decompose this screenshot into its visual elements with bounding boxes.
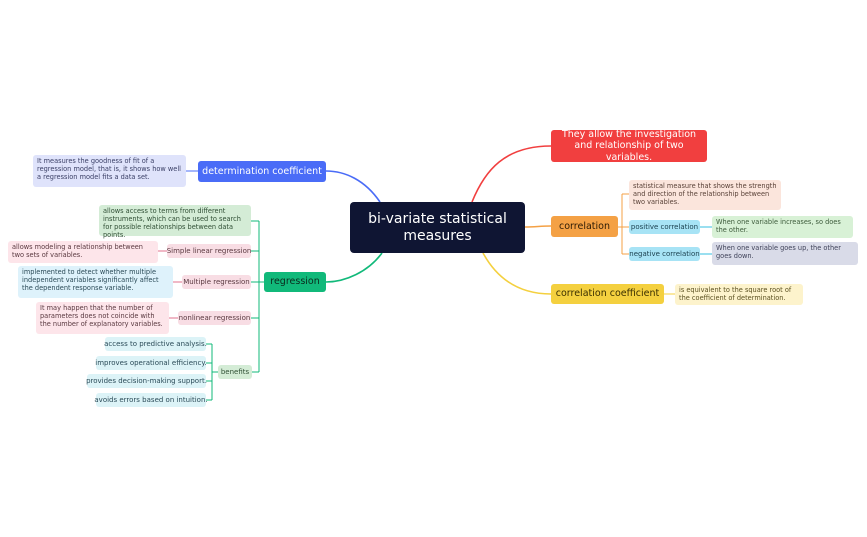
link-corr-children [618, 193, 629, 255]
negative-correlation-text[interactable]: When one variable goes up, the other goe… [712, 242, 858, 265]
correlation-topic[interactable]: correlation [551, 216, 618, 237]
benefit-item[interactable]: provides decision-making support. [86, 374, 207, 388]
positive-correlation-text[interactable]: When one variable increases, so does the… [712, 216, 853, 238]
regression-access-text[interactable]: allows access to terms from different in… [99, 205, 251, 239]
nonlinear-regression-topic[interactable]: nonlinear regression [178, 311, 251, 325]
nonlinear-regression-text[interactable]: It may happen that the number of paramet… [36, 302, 169, 334]
link-determination [325, 170, 381, 203]
link-reg-children [251, 220, 264, 373]
correlation-coefficient-topic[interactable]: correlation coefficient [551, 284, 664, 304]
determination-coefficient-text[interactable]: It measures the goodness of fit of a reg… [33, 155, 186, 187]
central-topic[interactable]: bi-variate statistical measures [350, 202, 525, 253]
determination-coefficient-topic[interactable]: determination coefficient [198, 161, 326, 182]
benefit-item[interactable]: access to predictive analysis. [104, 337, 207, 351]
regression-topic[interactable]: regression [264, 272, 326, 292]
correlation-coefficient-text[interactable]: is equivalent to the square root of the … [675, 284, 803, 305]
multiple-regression-text[interactable]: implemented to detect whether multiple i… [18, 266, 173, 298]
investigation-topic[interactable]: They allow the investigation and relatio… [551, 129, 707, 163]
multiple-regression-topic[interactable]: Multiple regression [182, 275, 251, 289]
link-benefits-children [206, 343, 218, 401]
benefits-topic[interactable]: benefits [218, 365, 252, 379]
link-regression [325, 252, 383, 283]
link-investigation [471, 145, 552, 203]
link-correlation [524, 225, 552, 228]
benefit-item[interactable]: improves operational efficiency. [95, 356, 207, 370]
link-coefficient [482, 252, 552, 295]
simple-linear-regression-topic[interactable]: Simple linear regression [167, 244, 251, 258]
positive-correlation-topic[interactable]: positive correlation [629, 220, 700, 234]
simple-linear-regression-text[interactable]: allows modeling a relationship between t… [8, 241, 158, 263]
benefit-item[interactable]: avoids errors based on intuition. [94, 393, 208, 407]
negative-correlation-topic[interactable]: negative correlation [629, 247, 700, 261]
correlation-definition[interactable]: statistical measure that shows the stren… [629, 180, 781, 210]
